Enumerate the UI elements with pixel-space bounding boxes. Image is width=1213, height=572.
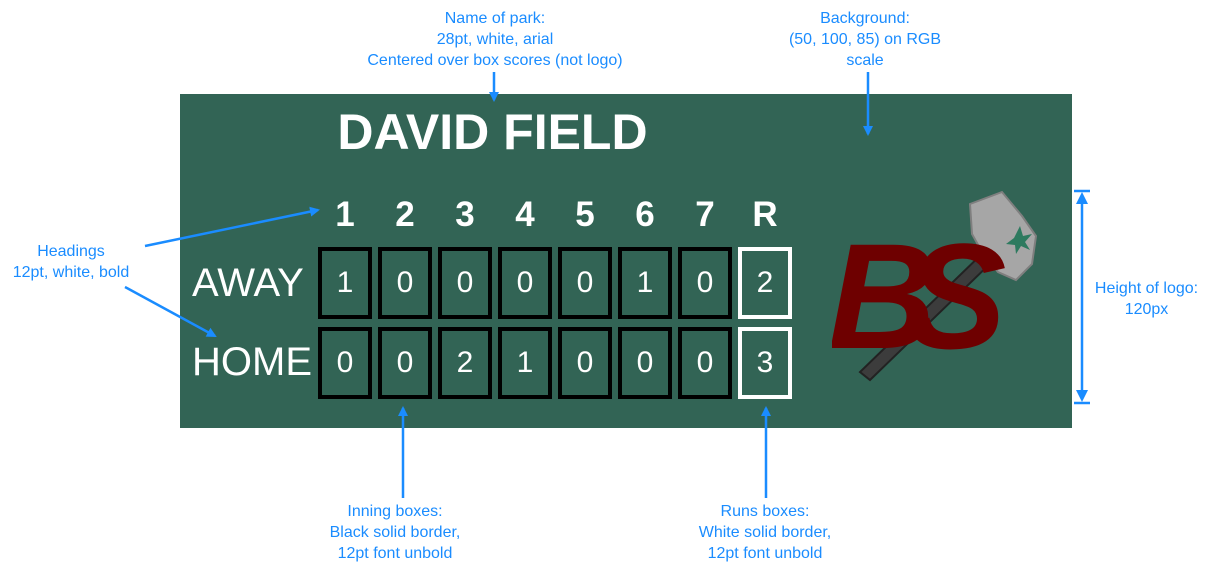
inning-box: 0 xyxy=(558,327,612,399)
annotation-line: 12pt, white, bold xyxy=(12,264,130,281)
inning-header-3: 3 xyxy=(455,195,475,234)
inning-box: 0 xyxy=(678,247,732,319)
dimension-arrowhead-bottom xyxy=(1076,390,1088,402)
inning-header-5: 5 xyxy=(575,195,595,234)
park-name: DAVID FIELD xyxy=(337,104,648,160)
annotation-line: (50, 100, 85) on RGB xyxy=(788,31,942,48)
annotation-background: Background: (50, 100, 85) on RGB scale xyxy=(740,8,990,71)
annotation-line: White solid border, xyxy=(698,524,832,541)
annotation-line: scale xyxy=(846,52,884,69)
bs-axe-logo: BS xyxy=(832,190,1038,382)
runs-box-away: 2 xyxy=(738,247,792,319)
annotation-park-name: Name of park: 28pt, white, arial Centere… xyxy=(340,8,650,71)
runs-header: R xyxy=(752,195,778,234)
scoreboard: DAVID FIELD 1 2 3 4 5 6 7 R AWAY HOME 1 … xyxy=(180,94,1072,428)
inning-box: 0 xyxy=(678,327,732,399)
inning-box: 1 xyxy=(498,327,552,399)
runs-box-home: 3 xyxy=(738,327,792,399)
inning-header-6: 6 xyxy=(635,195,655,234)
dimension-arrowhead-top xyxy=(1076,192,1088,204)
annotation-line: Headings xyxy=(37,243,105,260)
annotation-line: Name of park: xyxy=(444,10,546,27)
star-icon xyxy=(1006,226,1032,254)
inning-header-7: 7 xyxy=(695,195,715,234)
inning-header-4: 4 xyxy=(515,195,535,234)
team-label-home: HOME xyxy=(192,340,312,384)
inning-box: 1 xyxy=(318,247,372,319)
annotation-headings: Headings 12pt, white, bold xyxy=(0,241,142,283)
annotation-logo-height: Height of logo: 120px xyxy=(1080,278,1213,320)
inning-header-1: 1 xyxy=(335,195,355,234)
annotation-line: Height of logo: xyxy=(1094,280,1199,297)
inning-box: 0 xyxy=(618,327,672,399)
inning-box: 0 xyxy=(378,327,432,399)
inning-box: 0 xyxy=(378,247,432,319)
annotation-line: Black solid border, xyxy=(329,524,461,541)
annotation-line: Runs boxes: xyxy=(720,503,810,520)
annotation-line: Background: xyxy=(820,10,910,27)
inning-box: 1 xyxy=(618,247,672,319)
annotation-line: 120px xyxy=(1124,301,1169,318)
annotation-inning-boxes: Inning boxes: Black solid border, 12pt f… xyxy=(295,501,495,564)
annotation-line: 12pt font unbold xyxy=(337,545,453,562)
inning-header-2: 2 xyxy=(395,195,415,234)
inning-box: 0 xyxy=(438,247,492,319)
annotation-runs-boxes: Runs boxes: White solid border, 12pt fon… xyxy=(665,501,865,564)
inning-box: 0 xyxy=(318,327,372,399)
annotation-line: Inning boxes: xyxy=(347,503,443,520)
inning-box: 0 xyxy=(558,247,612,319)
inning-box: 0 xyxy=(498,247,552,319)
team-label-away: AWAY xyxy=(192,261,304,305)
annotation-line: 28pt, white, arial xyxy=(436,31,554,48)
inning-box: 2 xyxy=(438,327,492,399)
annotation-line: 12pt font unbold xyxy=(707,545,823,562)
annotation-line: Centered over box scores (not logo) xyxy=(367,52,623,69)
axe-head xyxy=(968,190,1038,282)
